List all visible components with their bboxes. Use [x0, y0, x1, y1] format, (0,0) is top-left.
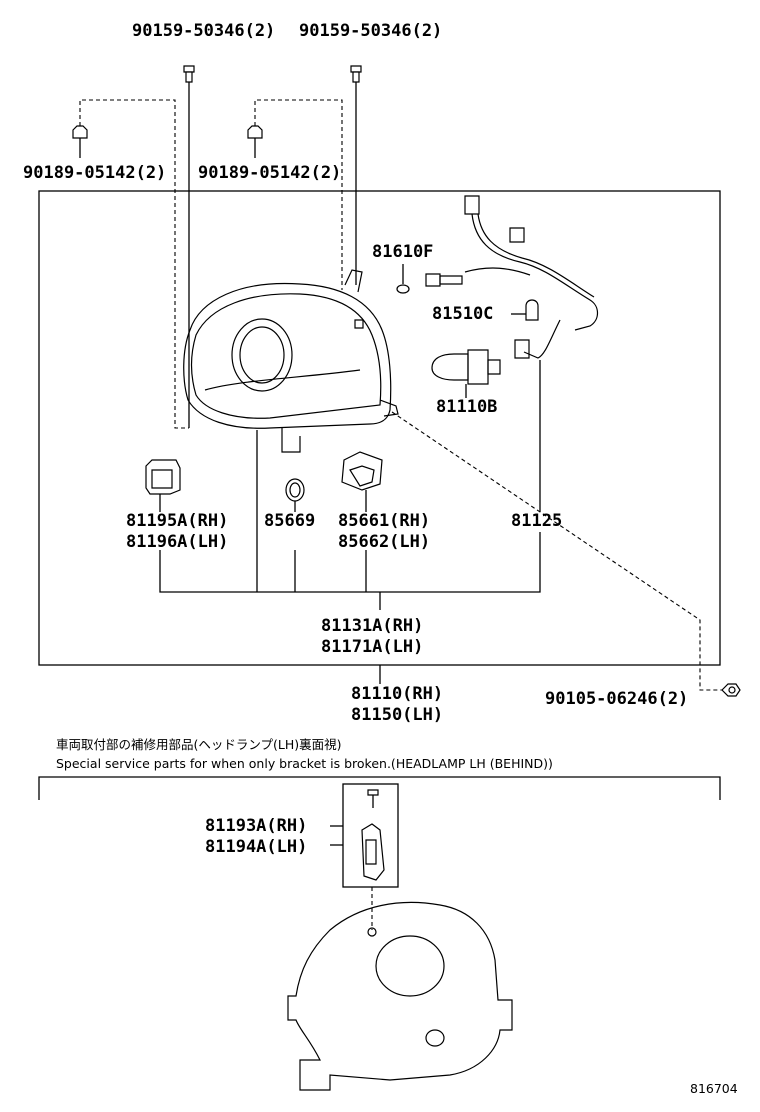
label-81510C: 81510C — [432, 304, 493, 324]
label-81196A: 81196A(LH) — [126, 532, 228, 552]
o-ring-85669-icon — [285, 478, 305, 512]
headlamp-body — [183, 269, 399, 453]
label-90159-right: 90159-50346(2) — [299, 21, 442, 41]
bracket-81193A-icon — [330, 789, 385, 881]
label-90159-left: 90159-50346(2) — [132, 21, 275, 41]
label-81171A: 81171A(LH) — [321, 637, 423, 657]
screw-90159-right-icon — [350, 65, 362, 88]
label-90105: 90105-06246(2) — [545, 689, 688, 709]
label-90189-left: 90189-05142(2) — [23, 163, 166, 183]
screw-90159-left-icon — [183, 65, 195, 88]
label-81110B: 81110B — [436, 397, 497, 417]
clip-90189-right-icon — [247, 125, 263, 158]
label-85661: 85661(RH) — [338, 511, 430, 531]
label-81131A: 81131A(RH) — [321, 616, 423, 636]
label-81195A: 81195A(RH) — [126, 511, 228, 531]
label-81610F: 81610F — [372, 242, 433, 262]
label-85662: 85662(LH) — [338, 532, 430, 552]
label-81150: 81150(LH) — [351, 705, 443, 725]
bulb-81110B-icon — [431, 349, 501, 398]
clip-90189-left-icon — [72, 125, 88, 158]
label-85669: 85669 — [264, 511, 315, 531]
wiring-harness-81125-icon — [464, 195, 599, 512]
label-81194A: 81194A(LH) — [205, 837, 307, 857]
label-81110: 81110(RH) — [351, 684, 443, 704]
note-japanese: 車両取付部の補修用部品(ヘッドランプ(LH)裏面視) — [56, 737, 342, 752]
cover-81195A-icon — [145, 459, 181, 512]
bolt-90105-icon — [721, 683, 741, 697]
note-english: Special service parts for when only brac… — [56, 756, 553, 771]
bulb-81610F-icon — [396, 264, 410, 294]
label-81193A: 81193A(RH) — [205, 816, 307, 836]
figure-id: 816704 — [690, 1081, 738, 1096]
bulb-socket-icon — [425, 273, 463, 287]
label-81125: 81125 — [511, 511, 562, 531]
label-90189-right: 90189-05142(2) — [198, 163, 341, 183]
headlamp-back-outline — [287, 901, 513, 1091]
bulb-81510C-icon — [511, 299, 539, 321]
actuator-85661-icon — [341, 451, 383, 512]
bracket-box — [342, 783, 399, 888]
